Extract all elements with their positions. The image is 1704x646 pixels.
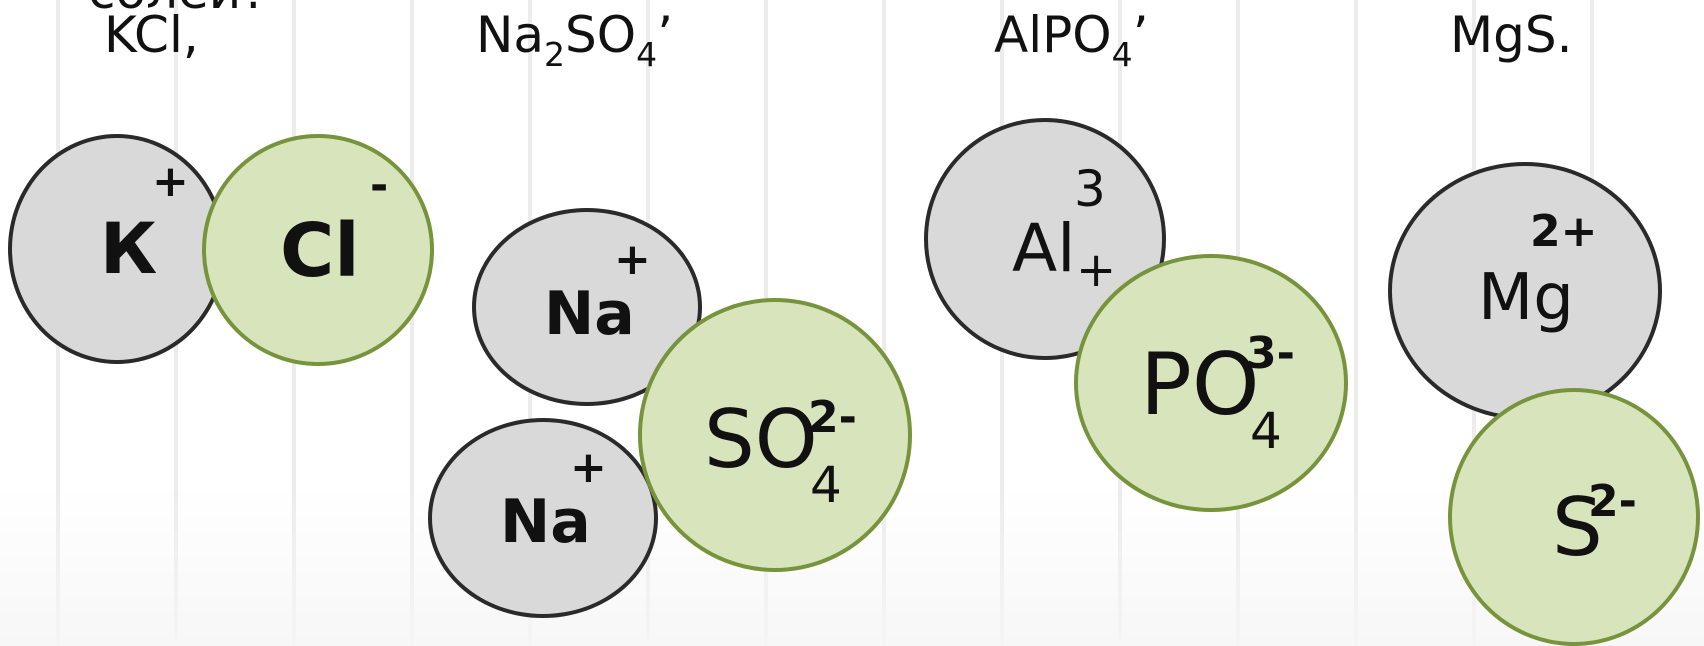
formula-alpo4-sub-4: 4 [1111, 35, 1133, 74]
ion-cl-circle [202, 134, 434, 366]
ion-po4-symbol: PO [1140, 335, 1260, 435]
ion-mg-symbol: Mg [1478, 261, 1574, 335]
ion-s-circle [1448, 388, 1700, 646]
ion-k-symbol: К [100, 208, 158, 290]
formula-na2so4-part-na: Na [476, 6, 545, 64]
ion-s-symbol: S [1552, 481, 1603, 574]
formula-alpo4-part-alpo: AlPO [994, 6, 1112, 64]
ion-al-charge-sign: + [1076, 242, 1117, 298]
ion-na1-charge: + [614, 234, 651, 285]
ion-po4-circle [1074, 254, 1348, 512]
question-text-fragment: солей? [88, 0, 268, 16]
ion-so4-circle [638, 298, 912, 572]
ion-k-circle [8, 134, 226, 364]
ion-po4-charge: 3- [1246, 328, 1295, 379]
ion-mg-charge: 2+ [1530, 206, 1598, 257]
ion-k-charge: + [152, 156, 189, 207]
formula-kcl: KCl, [104, 6, 199, 64]
ion-cl-symbol: Cl [280, 208, 360, 294]
formula-alpo4: AlPO4’ [994, 6, 1149, 73]
ion-na2-circle [428, 418, 658, 618]
ion-na1-symbol: Na [544, 279, 635, 349]
ion-so4-charge: 2- [808, 392, 857, 443]
ion-so4-subscript: 4 [810, 456, 842, 514]
ion-na2-symbol: Na [500, 487, 591, 557]
formula-na2so4-sub-4: 4 [636, 35, 658, 74]
formula-na2so4-part-so: SO [565, 6, 637, 64]
ion-s-charge: 2- [1588, 476, 1637, 527]
formula-na2so4: Na2SO4’ [476, 6, 674, 73]
ion-cl-charge: - [370, 160, 389, 211]
ion-al-circle [924, 118, 1166, 360]
formula-na2so4-sub-2: 2 [544, 35, 566, 74]
ion-na2-charge: + [570, 442, 607, 493]
formula-na2so4-comma: ’ [657, 6, 674, 64]
formula-mgs: MgS. [1450, 6, 1573, 64]
ion-so4-symbol: SO [704, 393, 818, 486]
ion-po4-subscript: 4 [1250, 402, 1282, 460]
ion-al-charge-number: 3 [1074, 160, 1106, 218]
formula-alpo4-comma: ’ [1132, 6, 1149, 64]
ion-al-symbol: Al [1012, 210, 1076, 287]
